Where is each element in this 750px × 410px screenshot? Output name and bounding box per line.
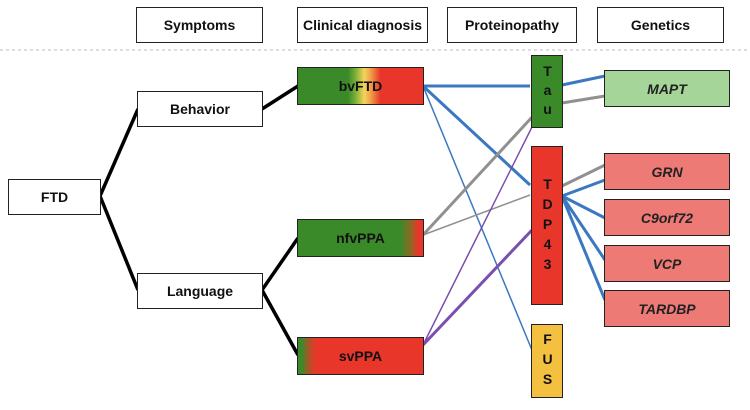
link-tdp43-grn-gray xyxy=(561,163,606,188)
header-genetics: Genetics xyxy=(597,7,724,43)
header-symptoms: Symptoms xyxy=(136,7,263,43)
tree-line-language-svppa xyxy=(260,289,300,356)
tree-line-behavior-bvftd xyxy=(261,84,299,111)
header-proteinopathy: Proteinopathy xyxy=(447,7,577,43)
diagnosis-bvftd: bvFTD xyxy=(297,67,424,105)
link-tdp43-c9orf72 xyxy=(561,194,606,220)
link-svppa-tdp43 xyxy=(421,228,534,347)
link-bvftd-tdp43 xyxy=(421,84,532,187)
gene-c9orf72: C9orf72 xyxy=(604,199,730,236)
diagnosis-nfvppa: nfvPPA xyxy=(297,219,424,257)
link-nfvppa-tau xyxy=(421,113,536,237)
gene-grn: GRN xyxy=(604,153,730,190)
tree-line-ftd-language xyxy=(98,195,140,291)
tree-line-ftd-behavior xyxy=(98,108,140,197)
link-tau-mapt-gray xyxy=(561,94,606,105)
header-clinical-diagnosis: Clinical diagnosis xyxy=(297,7,428,43)
protein-tdp43: TDP43 xyxy=(531,146,563,305)
protein-fus-label: FUS xyxy=(539,331,556,391)
link-nfvppa-tdp43 xyxy=(422,194,531,236)
node-behavior: Behavior xyxy=(137,91,263,127)
node-ftd: FTD xyxy=(8,179,101,215)
gene-tardbp: TARDBP xyxy=(604,290,730,327)
diagnosis-svppa: svPPA xyxy=(297,337,424,375)
link-svppa-tau xyxy=(422,122,535,346)
tree-line-language-nfvppa xyxy=(260,237,300,291)
gene-vcp: VCP xyxy=(604,245,730,282)
protein-tau: Tau xyxy=(531,55,563,128)
link-bvftd-fus xyxy=(422,85,535,356)
protein-fus: FUS xyxy=(531,324,563,398)
link-tau-mapt-blue xyxy=(561,74,606,87)
link-tdp43-grn-blue xyxy=(561,178,606,198)
protein-tau-label: Tau xyxy=(539,63,556,120)
protein-tdp43-label: TDP43 xyxy=(539,175,556,276)
node-language: Language xyxy=(137,273,263,309)
link-tdp43-vcp xyxy=(560,195,607,261)
gene-mapt: MAPT xyxy=(604,70,730,107)
link-tdp43-tardbp xyxy=(560,195,607,301)
